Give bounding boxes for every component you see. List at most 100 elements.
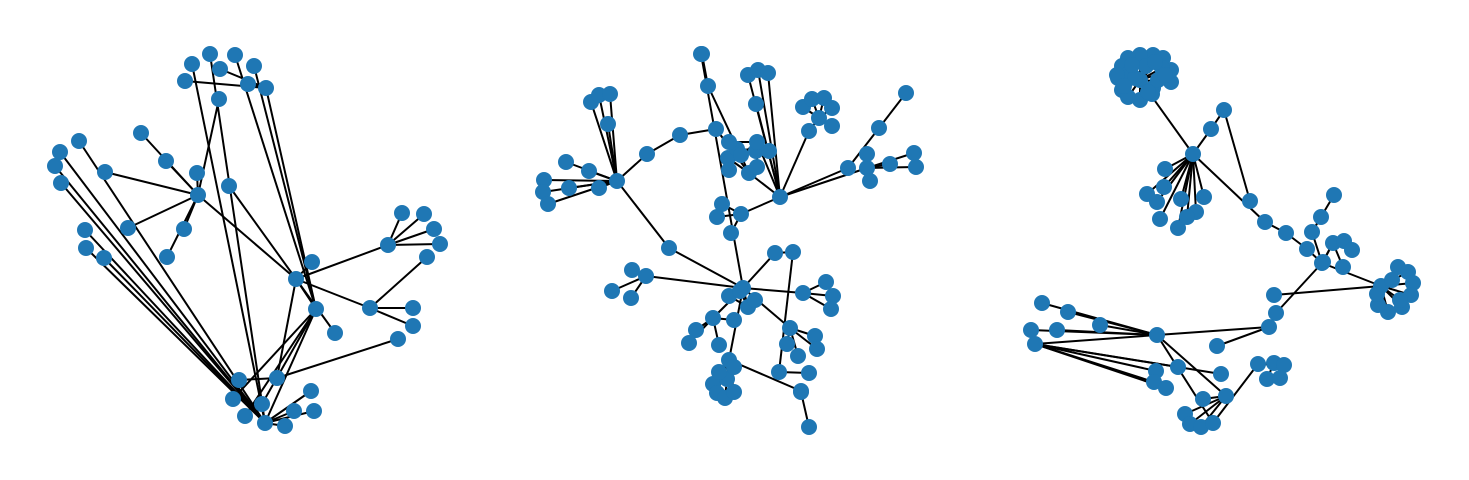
graph-edge	[616, 180, 670, 249]
graph-node	[749, 159, 765, 175]
graph-node	[1313, 209, 1329, 225]
graph-node	[609, 173, 625, 189]
graph-node	[1049, 322, 1065, 338]
graph-node	[1157, 161, 1173, 177]
graph-node	[623, 290, 639, 306]
graph-edge	[261, 308, 317, 405]
graph-edge	[668, 247, 744, 289]
graph-node	[811, 110, 827, 126]
graph-node	[1257, 214, 1273, 230]
graph-node	[158, 153, 174, 169]
graph-node	[1034, 295, 1050, 311]
nodes-graph-2	[535, 46, 924, 435]
graph-node	[1261, 319, 1277, 335]
graph-node	[97, 164, 113, 180]
graph-edge	[1186, 153, 1194, 218]
graph-node	[1242, 193, 1258, 209]
graph-node	[1152, 211, 1168, 227]
graph-node	[535, 184, 551, 200]
graph-edge	[609, 93, 618, 182]
graph-node	[898, 85, 914, 101]
graph-node	[237, 408, 253, 424]
graph-edge	[276, 338, 399, 379]
graph-node	[908, 159, 924, 175]
graph-edge	[387, 228, 435, 246]
graph-edge	[197, 194, 297, 280]
graph-edge	[590, 101, 618, 182]
graph-node	[709, 209, 725, 225]
graph-node	[749, 134, 765, 150]
graph-node	[639, 146, 655, 162]
graph-node	[782, 320, 798, 336]
graph-edge	[1159, 153, 1194, 220]
graph-node	[308, 301, 324, 317]
graph-node	[859, 146, 875, 162]
graph-node	[824, 118, 840, 134]
graph-edge	[1156, 326, 1270, 336]
graph-node	[221, 178, 237, 194]
graph-node	[726, 384, 742, 400]
graph-edge	[767, 72, 781, 198]
graph-node	[1250, 356, 1266, 372]
graph-node	[801, 419, 817, 435]
graph-node	[859, 160, 875, 176]
graph-node	[1140, 84, 1156, 100]
graph-edge	[1034, 343, 1157, 372]
graph-node	[78, 240, 94, 256]
graph-node	[906, 145, 922, 161]
graph-edge	[232, 308, 317, 400]
graph-node	[288, 271, 304, 287]
graph-node	[540, 196, 556, 212]
graph-edge	[1156, 334, 1227, 397]
graph-edge	[1034, 334, 1158, 345]
graph-node	[726, 312, 742, 328]
graph-node	[426, 221, 442, 237]
graph-node	[159, 249, 175, 265]
graph-node	[96, 250, 112, 266]
graph-node	[771, 364, 787, 380]
graph-node	[1027, 336, 1043, 352]
graph-node	[693, 46, 709, 62]
graph-node	[240, 76, 256, 92]
graph-node	[536, 172, 552, 188]
graph-node	[416, 206, 432, 222]
graph-node	[767, 245, 783, 261]
graph-node	[1203, 121, 1219, 137]
graph-edge	[228, 185, 297, 280]
graph-edge	[253, 65, 317, 310]
graph-node	[688, 322, 704, 338]
graph-node	[733, 206, 749, 222]
graph-node	[225, 391, 241, 407]
graph-node	[1299, 241, 1315, 257]
graph-node	[1259, 371, 1275, 387]
graph-node	[1157, 67, 1173, 83]
graph-node	[394, 205, 410, 221]
graph-node	[1315, 254, 1331, 270]
graph-node	[286, 403, 302, 419]
graph-edge	[742, 287, 804, 294]
graph-node	[824, 100, 840, 116]
graph-node	[327, 325, 343, 341]
graph-node	[1272, 370, 1288, 386]
graph-node	[120, 220, 136, 236]
graph-node	[624, 262, 640, 278]
graph-edge	[1212, 363, 1259, 424]
graph-node	[790, 348, 806, 364]
graph-node	[1170, 359, 1186, 375]
graph-node	[176, 221, 192, 237]
graph-node	[1335, 259, 1351, 275]
graph-node	[380, 237, 396, 253]
graph-node	[760, 65, 776, 81]
graph-node	[1205, 415, 1221, 431]
graph-node	[1304, 224, 1320, 240]
graph-edge	[543, 179, 618, 182]
graph-node	[419, 249, 435, 265]
graph-node	[52, 144, 68, 160]
graph-node	[1116, 78, 1132, 94]
graph-node	[254, 396, 270, 412]
graph-node	[177, 73, 193, 89]
graph-node	[661, 240, 677, 256]
graph-node	[825, 288, 841, 304]
graph-edge	[747, 74, 781, 198]
graph-node	[1092, 317, 1108, 333]
